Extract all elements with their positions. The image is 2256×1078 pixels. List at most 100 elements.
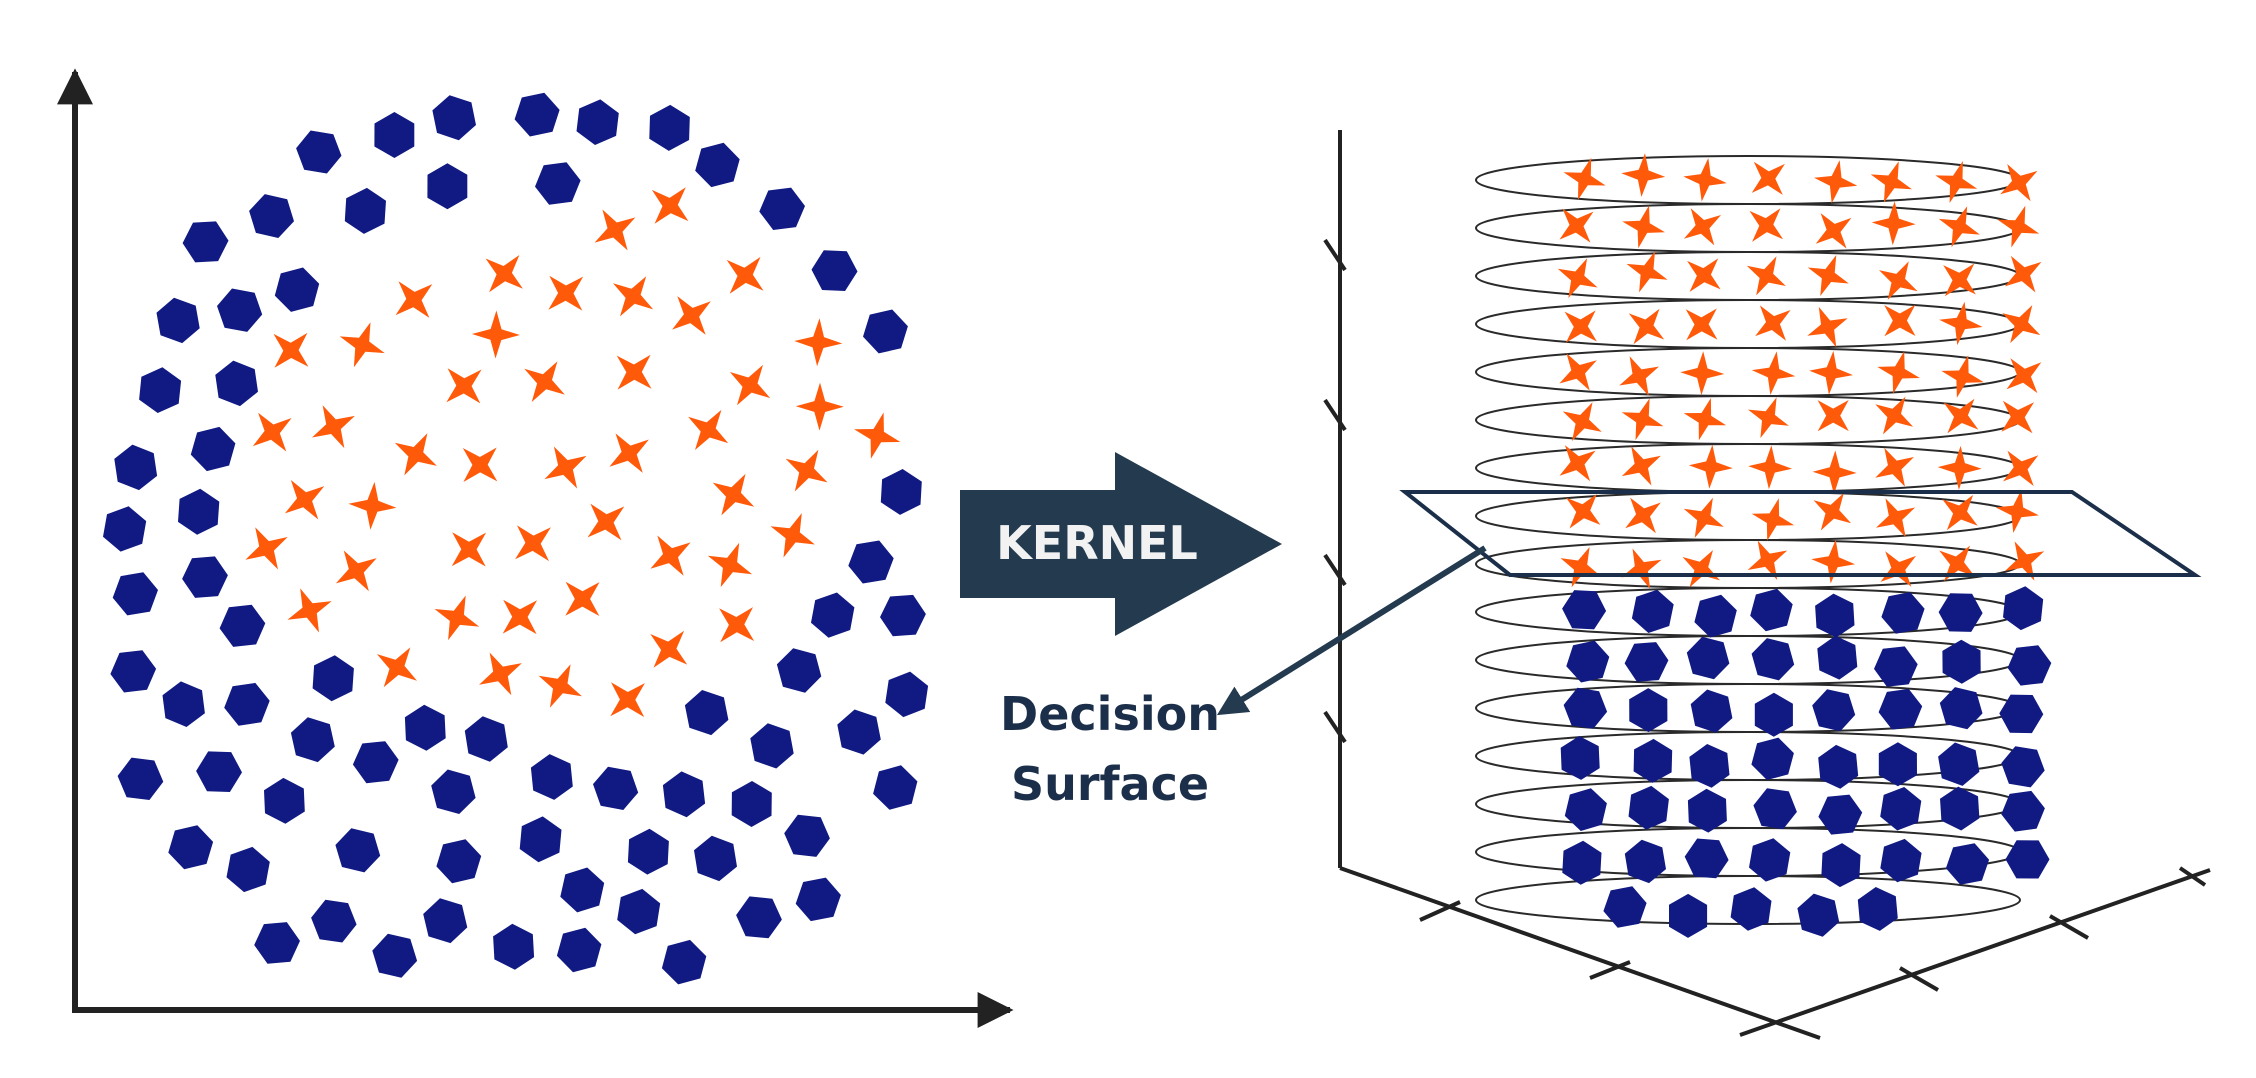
hexagon-icon [885,671,929,718]
hexagon-icon [556,927,602,973]
cylinder-ring [1475,155,2021,205]
four-point-star-icon [1812,450,1857,495]
floor-tick [2048,914,2090,940]
four-point-star-icon [794,318,843,367]
hexagon-icon [627,828,669,875]
four-point-star-icon [2003,450,2039,486]
hexagon-icon [2007,645,2052,686]
kernel-label: KERNEL [996,516,1198,570]
decision-surface-line-1: Decision [1000,687,1220,741]
four-point-star-icon [1560,547,1601,588]
cylinder-rings [1475,155,2021,925]
hexagon-icon [1881,592,1925,634]
hexagon-icon [1938,593,1983,632]
four-point-star-icon [729,364,771,406]
floor-tick [1898,966,1940,992]
hexagon-icon [1749,838,1791,882]
hexagon-icon [224,682,270,726]
cylinder-ring [1475,443,2021,493]
hexagon-icon [1817,635,1858,680]
z-tick [1323,398,1347,432]
hexagon-icon [1690,689,1733,733]
four-point-star-icon [1937,445,1982,490]
z-tick [1323,710,1347,744]
cylinder-ring [1475,299,2021,349]
hexagon-icon [514,92,560,137]
floor-ticks [1419,866,2207,992]
hexagon-icon [795,877,841,922]
hexagon-icon [168,825,214,870]
hexagon-icon [190,426,236,472]
hexagon-icon [374,112,415,158]
four-point-star-icon [544,446,587,489]
four-point-star-icon [1817,400,1849,432]
hexagon-icon [1812,689,1856,732]
z-tick [1323,553,1347,587]
hexagon-icon [837,709,881,755]
four-point-star-icon [538,664,582,708]
cylinder-ring [1475,395,2021,445]
hexagon-icon [1694,594,1737,638]
four-point-star-icon [707,542,753,588]
cylinder-ring [1475,347,2021,397]
hexagon-icon [695,142,740,188]
four-point-star-icon [1557,258,1598,298]
hexagon-icon [103,506,147,552]
hexagon-icon [1945,843,1990,885]
four-point-star-icon [1813,493,1852,531]
hexagon-icon [750,723,794,769]
cylinder-ring [1475,683,2021,733]
four-point-star-icon [1880,551,1916,587]
four-point-star-icon [795,382,844,431]
hexagon-icon [2001,746,2045,788]
x-floor-axis [1339,866,1821,1040]
hexagon-icon [335,828,381,873]
four-point-star-icon [1626,251,1668,293]
hexagon-icon [1687,788,1727,833]
y-floor-axis [1739,868,2211,1037]
four-point-star-icon [712,473,755,516]
four-point-star-icon [1746,256,1786,296]
hexagon-icon [1754,692,1793,737]
four-point-star-icon [1563,157,1606,200]
hexagon-icon [1684,838,1729,879]
hexagon-icon [1940,786,1980,831]
four-point-star-icon [1943,263,1976,297]
hexagon-icon [1753,788,1797,830]
hexagon-icon [112,572,158,616]
hexagon-icon [1880,787,1922,831]
four-point-star-icon [1935,161,1978,203]
four-point-star-icon [1559,353,1597,391]
four-point-star-icon [524,361,565,402]
hexagon-icon [226,846,270,893]
feature-space-points [1557,153,2052,938]
four-point-star-icon [485,255,523,293]
hexagon-icon [694,835,737,882]
four-point-star-icon [1811,539,1856,584]
hexagon-icon [215,360,258,407]
four-point-star-icon [2004,255,2042,293]
feature-space-plot [1216,130,2211,1040]
four-point-star-icon [1995,489,2039,533]
four-point-star-icon [273,332,309,368]
input-space-plot [57,68,1014,1028]
four-point-star-icon [1683,497,1724,538]
hexagon-icon [661,939,707,985]
four-point-star-icon [1564,310,1597,343]
kernel-arrow: KERNEL [960,452,1282,636]
four-point-star-icon [1943,398,1979,434]
kernel-arrow-shape [960,452,1282,636]
four-point-star-icon [451,532,487,567]
four-point-star-icon [1939,545,1975,582]
four-point-star-icon [651,187,689,224]
four-point-star-icon [287,588,332,633]
four-point-star-icon [650,630,688,668]
hexagon-icon [1821,843,1861,888]
four-point-star-icon [587,503,625,541]
cylinder-ring [1475,635,2021,685]
four-point-star-icon [434,595,480,641]
z-tick [1323,238,1347,272]
hexagon-icon [784,814,830,857]
hexagon-icon [1562,840,1602,885]
